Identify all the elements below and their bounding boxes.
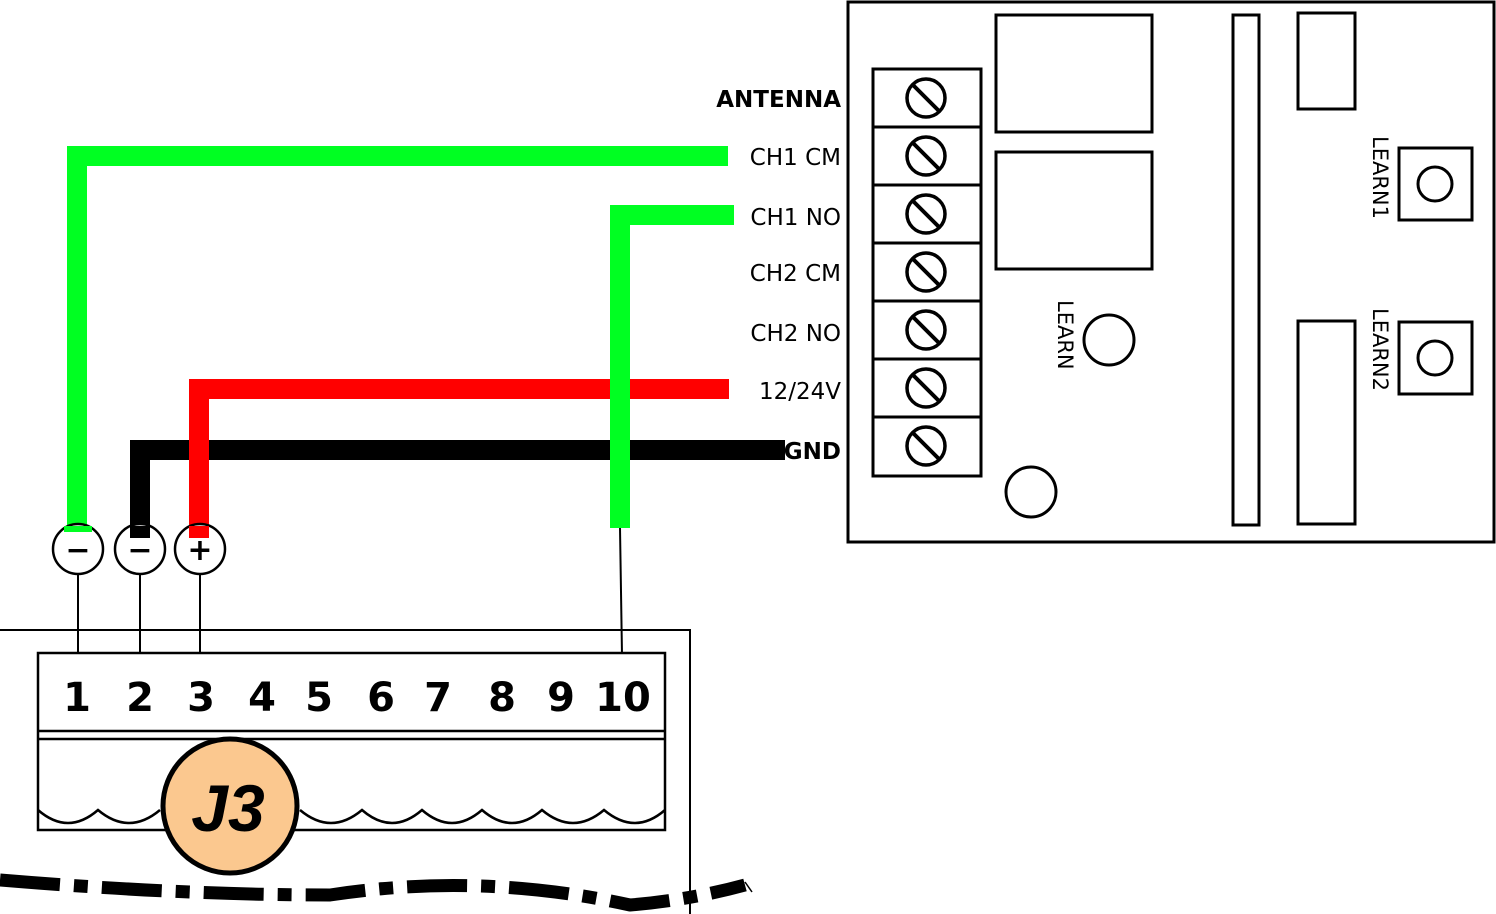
polarity-circle-1 <box>51 522 105 576</box>
break-line <box>0 873 747 912</box>
terminal-screw-icon <box>905 309 947 351</box>
terminal-screw-icon <box>905 367 947 409</box>
controller-outline <box>0 629 691 914</box>
polarity-sign-1: − <box>65 533 90 568</box>
learn1-label: LEARN1 <box>1368 136 1392 219</box>
learn2-label: LEARN2 <box>1368 308 1392 391</box>
wires <box>67 146 785 656</box>
j3-housing <box>36 651 667 832</box>
terminal-number-6: 6 <box>367 675 395 721</box>
terminal-number-8: 8 <box>488 675 516 721</box>
terminal-number-2: 2 <box>126 675 154 721</box>
polarity-circle-2 <box>113 522 167 576</box>
terminal-number-5: 5 <box>305 675 333 721</box>
terminal-screw-icon <box>905 425 947 467</box>
wire-ch1-no <box>610 205 734 528</box>
learn-label: LEARN <box>1053 300 1077 370</box>
relay-2 <box>994 150 1154 271</box>
label-ch1-no: CH1 NO <box>750 205 841 231</box>
j3-badge <box>160 736 300 876</box>
learn1-button-circle <box>1416 165 1454 203</box>
terminal-number-3: 3 <box>187 675 215 721</box>
lead-10 <box>619 527 623 656</box>
receiver-terminal-block <box>871 67 983 478</box>
relay-1 <box>994 13 1154 134</box>
wire-end-2 <box>130 526 150 538</box>
j3-label: J3 <box>191 771 264 845</box>
j3-screw-profile <box>37 808 666 825</box>
terminal-number-9: 9 <box>547 675 575 721</box>
receiver-terminal-labels: ANTENNA CH1 CM CH1 NO CH2 CM CH2 NO 12/2… <box>716 87 841 465</box>
label-ch2-no: CH2 NO <box>750 321 841 347</box>
label-12-24v: 12/24V <box>759 379 841 405</box>
wire-end-1 <box>64 526 92 532</box>
polarity-sign-3: + <box>187 533 212 568</box>
controller-board: 1 2 3 4 5 6 7 8 9 10 J3 <box>0 629 753 914</box>
wire-ground <box>130 440 785 538</box>
label-ch2-cm: CH2 CM <box>750 261 841 287</box>
board-strip <box>1231 13 1261 527</box>
wire-end-3 <box>189 526 209 538</box>
terminal-screw-icon <box>905 77 947 119</box>
learn1-button-box <box>1397 146 1474 222</box>
component-top <box>1296 11 1357 111</box>
learn2-button-box <box>1397 320 1474 396</box>
terminal-screw-icon <box>905 193 947 235</box>
wire-ch1-cm <box>67 146 728 528</box>
polarity-circle-3 <box>173 522 227 576</box>
receiver-outline <box>846 0 1496 544</box>
label-gnd: GND <box>784 439 841 465</box>
learn2-button-circle <box>1416 339 1454 377</box>
led-circle <box>1004 465 1058 519</box>
terminal-number-4: 4 <box>248 675 276 721</box>
polarity-sign-2: − <box>127 533 152 568</box>
label-antenna: ANTENNA <box>716 87 841 113</box>
terminal-screw-icon <box>905 135 947 177</box>
terminal-number-7: 7 <box>424 675 452 721</box>
terminal-number-10: 10 <box>595 675 651 721</box>
label-ch1-cm: CH1 CM <box>750 145 841 171</box>
polarity-markers: − − + <box>51 522 227 655</box>
terminal-screw-icon <box>905 251 947 293</box>
component-bottom <box>1296 319 1357 526</box>
wire-power <box>189 379 729 538</box>
learn-button-circle <box>1082 313 1136 367</box>
j3-connector: 1 2 3 4 5 6 7 8 9 10 J3 <box>36 651 667 876</box>
terminal-number-1: 1 <box>63 675 91 721</box>
receiver-board: LEARN LEARN1 LEARN2 <box>846 0 1496 544</box>
